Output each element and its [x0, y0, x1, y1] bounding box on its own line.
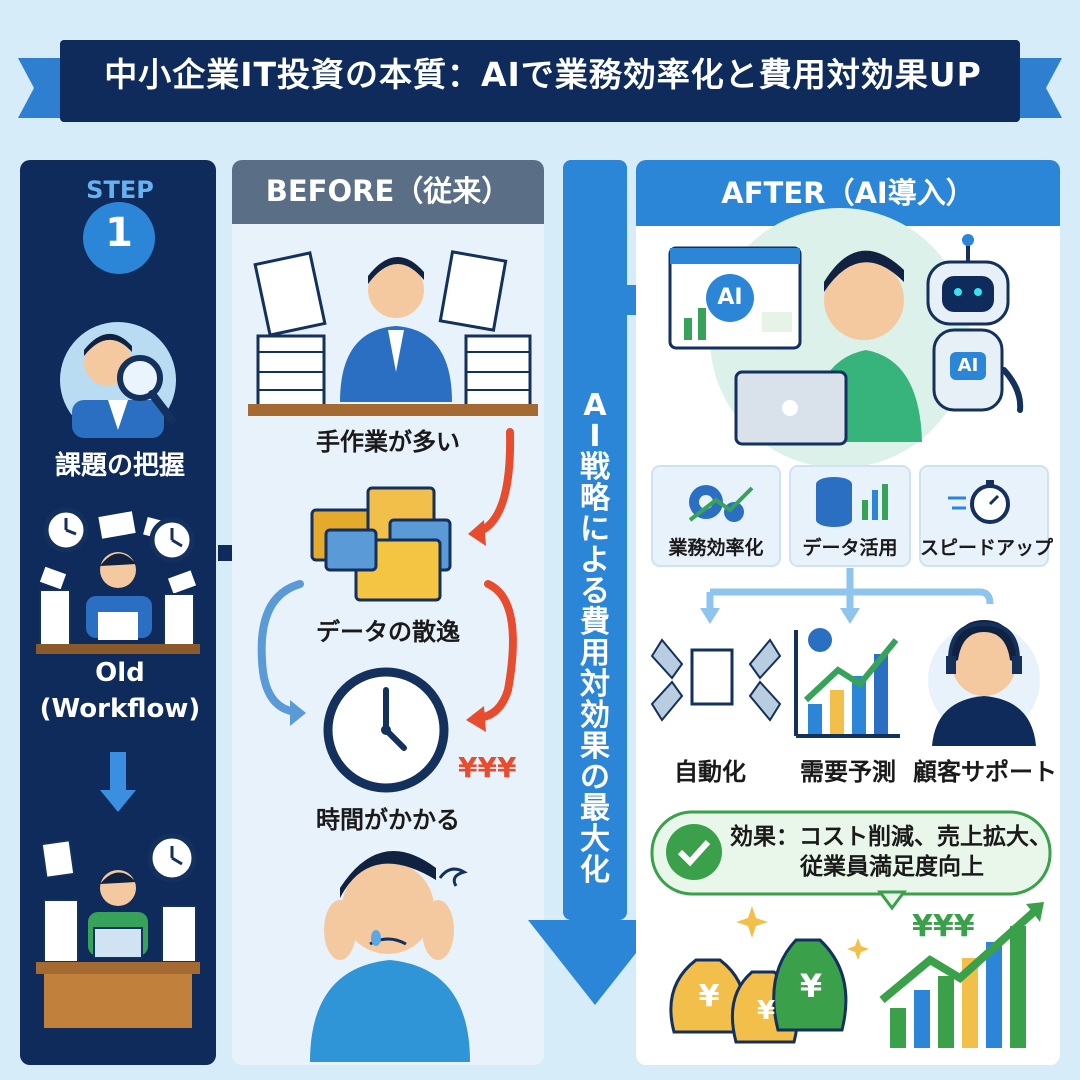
feature-efficiency: 業務効率化 — [668, 537, 764, 559]
ai-workspace-icon — [668, 208, 1024, 468]
sidebar-item-old: Old — [95, 658, 145, 688]
sidebar-item-workflow: (Workflow) — [39, 694, 201, 724]
sidebar-item-issue: 課題の把握 — [54, 451, 185, 481]
forecast-chart-icon — [794, 628, 900, 738]
title-banner — [18, 40, 1062, 122]
app-forecast: 需要予測 — [800, 758, 896, 786]
feature-speed-up: スピードアップ — [920, 537, 1054, 559]
manual-work-icon — [248, 250, 538, 416]
step-label: STEP — [86, 176, 154, 204]
before-item-data: データの散逸 — [316, 618, 460, 646]
before-cost: ¥¥¥ — [458, 751, 517, 784]
page-title: 中小企業IT投資の本質：AIで業務効率化と費用対効果UP — [104, 55, 982, 94]
stressed-person-icon — [310, 851, 470, 1062]
down-arrow-icon — [100, 752, 136, 812]
clock-icon — [149, 517, 195, 563]
growth-chart-icon — [879, 902, 1044, 1048]
feature-data-use: データ活用 — [802, 537, 898, 559]
clock-icon — [43, 507, 89, 553]
flow-arrows-icon — [257, 428, 517, 732]
before-item-manual: 手作業が多い — [316, 428, 460, 456]
branch-arrows-icon — [700, 568, 994, 624]
gear-icon — [688, 485, 754, 522]
step-number-circle — [83, 202, 155, 274]
strategy-label: AI戦略による費用対効果の最大化 — [580, 388, 610, 888]
overwhelmed-worker-icon — [36, 507, 200, 654]
old-workflow-desk-icon — [36, 833, 200, 1028]
money-bag-symbol-1: ¥ — [698, 979, 720, 1014]
money-bags-icon — [669, 906, 869, 1044]
before-header: BEFORE（従来） — [265, 174, 511, 208]
clock-icon — [147, 833, 197, 883]
robot-badge: AI — [957, 355, 979, 376]
robot-icon — [926, 234, 1024, 413]
app-support: 顧客サポート — [913, 758, 1057, 786]
after-column — [636, 160, 1060, 1065]
automation-hands-icon — [650, 638, 782, 722]
check-icon — [666, 824, 722, 880]
effect-line-1: 効果：コスト削減、売上拡大、 — [730, 824, 1052, 850]
magnifier-person-icon — [60, 322, 176, 438]
strategy-arrow — [528, 160, 664, 1005]
money-bag-symbol-2: ¥ — [756, 996, 776, 1026]
effect-line-2: 従業員満足度向上 — [800, 854, 984, 880]
stopwatch-icon — [948, 480, 1010, 524]
after-header: AFTER（AI導入） — [721, 176, 975, 210]
feature-boxes — [651, 465, 1049, 567]
money-bag-symbol-3: ¥ — [799, 967, 823, 1005]
database-icon — [816, 477, 888, 527]
app-automation: 自動化 — [674, 758, 746, 786]
effect-callout — [650, 810, 1052, 911]
before-item-time: 時間がかかる — [316, 806, 460, 834]
clock-icon — [323, 667, 449, 793]
support-agent-icon — [928, 620, 1040, 746]
step-number: 1 — [105, 210, 133, 256]
before-column — [232, 160, 544, 1065]
after-money: ¥¥¥ — [912, 909, 975, 944]
scattered-folders-icon — [310, 486, 452, 602]
step-panel — [20, 160, 216, 1065]
ai-badge: AI — [717, 285, 743, 310]
